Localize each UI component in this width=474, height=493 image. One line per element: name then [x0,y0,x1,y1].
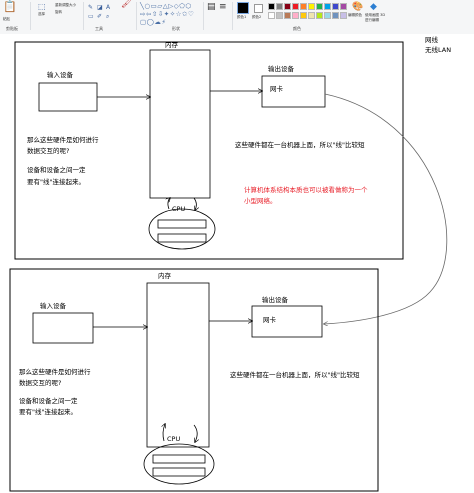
paste-icon[interactable]: 📋 [3,0,17,13]
bottom-connect-line2: 要有"线"连接起来。 [19,408,77,416]
palette-swatch[interactable] [292,3,299,10]
shapes-gallery-icon[interactable]: ╲○▭▱△▷◇⬠⬡ [140,2,192,10]
top-arrow-cpu-down [193,197,196,210]
edit-colors-icon[interactable]: 🎨 [352,2,364,12]
top-memory-label: 内存 [165,41,178,49]
top-cpu-register-2 [157,233,207,243]
select-icon[interactable]: ⬚ [38,2,46,11]
bottom-memory-box [146,282,210,448]
separator [203,2,204,30]
palette-swatch[interactable] [324,12,331,19]
eraser-icon[interactable]: ▭ [88,13,94,20]
top-connect-line1: 设备和设备之间一定 [27,166,86,174]
bottom-same-machine-text: 这些硬件都在一台机器上面，所以"线"比较短 [230,371,360,379]
palette-swatch[interactable] [276,12,283,19]
text-icon[interactable]: A [106,4,111,11]
palette-swatch[interactable] [268,3,275,10]
bottom-machine-frame [9,268,379,492]
bottom-question-line1: 那么这些硬件是如何进行 [19,368,91,376]
color2-label[interactable]: 颜色2 [252,15,262,19]
bottom-connect-line1: 设备和设备之间一定 [19,397,78,405]
drawing-canvas[interactable]: 网线 无线LAN 内存 输入设备 输出设备 网卡 CPU 那么这些硬件是如何进行… [0,34,474,493]
palette-swatch[interactable] [276,3,283,10]
paste-button-label[interactable]: 粘贴 [3,17,10,21]
resize-button-label[interactable]: 重新调整大小 [55,3,76,7]
bottom-memory-label: 内存 [158,272,171,280]
palette-swatch[interactable] [300,12,307,19]
bottom-nic-label: 网卡 [263,316,276,324]
color1-swatch[interactable] [237,2,249,14]
rotate-button-label[interactable]: 旋转 [55,10,62,14]
top-network-note-line1: 计算机体系结构本质也可以被看做称为一个 [244,186,368,194]
palette-swatch[interactable] [332,12,339,19]
tools-group-label: 工具 [95,26,103,31]
palette-swatch[interactable] [324,3,331,10]
bottom-output-label: 输出设备 [262,296,288,304]
palette-swatch[interactable] [316,12,323,19]
select-button-label[interactable]: 选择 [38,12,45,16]
size-icon[interactable]: ≡ [219,2,227,12]
bottom-cpu-label: CPU [167,435,181,443]
palette-swatch[interactable] [284,12,291,19]
bottom-cpu-register-2 [152,467,206,477]
top-cpu-label: CPU [172,205,186,213]
paint3d-icon[interactable]: ◆ [370,2,377,12]
palette-swatch[interactable] [308,12,315,19]
separator [136,2,137,30]
top-question-line2: 数据交互的呢? [27,147,70,155]
top-question-line1: 那么这些硬件是如何进行 [27,136,99,144]
outline-icon[interactable]: ▤ [207,2,216,12]
fill-icon[interactable]: ◪ [97,4,103,11]
top-input-box [38,82,98,112]
paint3d-label[interactable]: 使用画图 3D 进行编辑 [365,13,386,22]
palette-swatch[interactable] [316,3,323,10]
shapes-gallery-row2-icon[interactable]: ⇨⇦⇧⇩✦✧☆✩♡ [140,10,195,18]
bottom-cpu-register-1 [152,454,206,464]
top-nic-label: 网卡 [270,85,283,93]
bottom-input-label: 输入设备 [40,302,66,310]
note-wireless-lan: 无线LAN [425,46,452,54]
palette-swatch[interactable] [308,3,315,10]
shapes-gallery-row3-icon[interactable]: ▢◯☁⚡ [140,18,167,26]
top-machine-frame [14,41,404,260]
palette-swatch[interactable] [340,3,347,10]
color2-swatch[interactable] [254,4,263,13]
palette-swatch[interactable] [268,12,275,19]
palette-swatch[interactable] [332,3,339,10]
edit-colors-label[interactable]: 编辑颜色 [348,13,362,17]
bottom-input-box [32,312,94,344]
color-picker-icon[interactable]: ✐ [97,13,103,20]
palette-swatch[interactable] [300,3,307,10]
bottom-arrow-cpu-up [163,424,165,442]
bottom-question-line2: 数据交互的呢? [19,379,62,387]
brush-icon[interactable]: 🖌 [121,0,133,9]
top-cpu-register-1 [157,219,207,229]
palette-swatch[interactable] [340,12,347,19]
palette-swatch[interactable] [292,12,299,19]
clipboard-group-label: 剪贴板 [6,26,18,31]
palette-swatch[interactable] [284,3,291,10]
colors-group-label: 颜色 [293,26,301,31]
top-output-label: 输出设备 [268,65,294,73]
top-cpu-ellipse [148,208,216,250]
separator [30,2,31,30]
top-memory-box [149,49,211,199]
top-arrow-cpu-up [168,198,170,210]
separator [232,2,233,30]
top-connect-line2: 要有"线"连接起来。 [27,178,85,186]
pencil-icon[interactable]: ✎ [88,4,94,11]
ribbon-toolbar: 📋 粘贴 剪贴板 ⬚ 选择 重新调整大小 旋转 ✎ ◪ A ▭ ✐ ⌕ 🖌 工具… [0,0,474,35]
shapes-group-label: 形状 [172,26,180,31]
bottom-arrow-cpu-down [193,424,197,442]
note-network-cable: 网线 [425,36,438,44]
magnifier-icon[interactable]: ⌕ [106,13,110,20]
diagram-drawing [9,41,448,492]
bottom-cpu-ellipse [143,443,215,485]
top-same-machine-text: 这些硬件都在一台机器上面，所以"线"比较短 [235,141,365,149]
top-input-label: 输入设备 [47,71,73,79]
separator [83,2,84,30]
color1-label[interactable]: 颜色1 [237,15,247,19]
network-link-curve [324,93,448,324]
top-network-note-line2: 小型网络。 [244,197,277,205]
